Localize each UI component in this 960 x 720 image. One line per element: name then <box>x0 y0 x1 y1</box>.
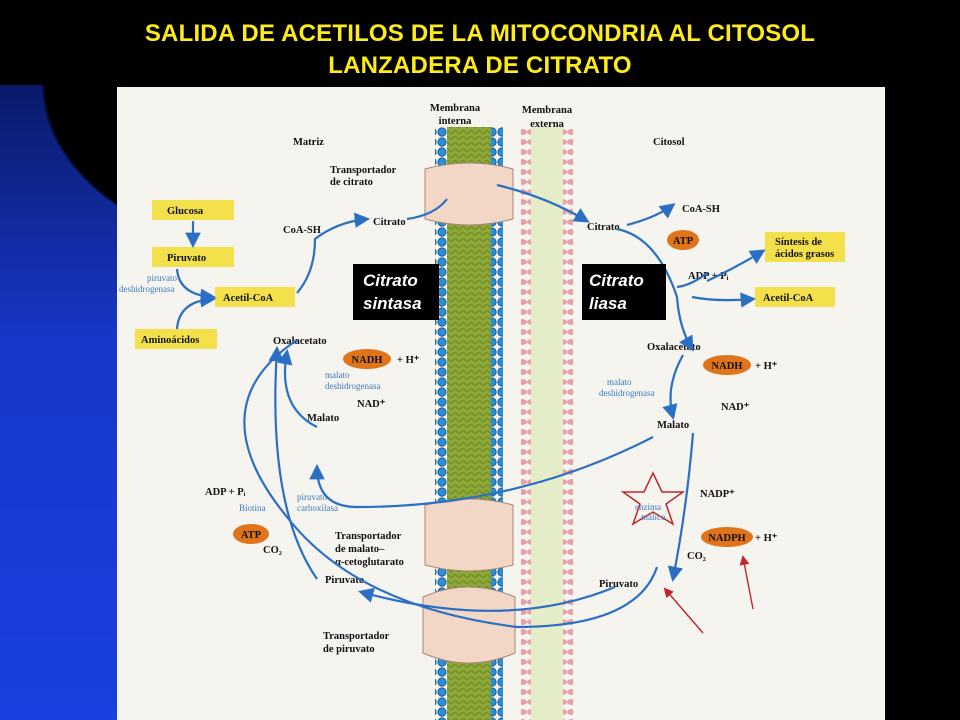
inner-membrane-label-2: interna <box>439 116 472 127</box>
cytosol-atp-oval <box>667 230 699 250</box>
sintesis-label-2: ácidos grasos <box>775 249 834 260</box>
pyruvate-transporter <box>422 586 516 664</box>
cytosol-malato-label: Malato <box>657 420 689 431</box>
cytosol-nadh-oval <box>703 355 751 375</box>
matrix-piruvato-label: Piruvato <box>325 575 364 586</box>
pathway-arrows <box>175 183 766 629</box>
pdh-label-2: deshidrogenasa <box>119 284 174 294</box>
matrix-label: Matriz <box>293 137 324 148</box>
enzima-malico-star <box>620 471 686 526</box>
enzima-label-1: enzima <box>635 502 661 512</box>
outer-membrane-label-1: Membrana <box>522 105 573 116</box>
citrato-sintasa-label-2: sintasa <box>363 294 422 313</box>
matrix-nad-label: NAD⁺ <box>357 399 386 410</box>
citrato-liasa-box: Citrato liasa <box>582 264 666 320</box>
nadph-oval <box>701 527 753 547</box>
matrix-hplus-label: + H⁺ <box>397 355 420 366</box>
cytosol-piruvato-label: Piruvato <box>599 579 638 590</box>
enzima-label-2: málico <box>641 512 666 522</box>
sintesis-box <box>765 232 845 262</box>
cytosol-acetilcoa-box <box>755 287 835 307</box>
matrix-oxalacetato-label: Oxalacetato <box>273 336 327 347</box>
matrix-coash-label: CoA-SH <box>283 225 321 236</box>
cytosol-hplus-label: + H⁺ <box>755 361 778 372</box>
cytosol-mdh-label-1: malato <box>607 377 632 387</box>
cytosol-coash-label: CoA-SH <box>682 204 720 215</box>
highlight-arrows <box>663 555 754 634</box>
citrate-transporter-label-2: de citrato <box>330 177 373 188</box>
aminoacidos-label: Aminoácidos <box>141 335 199 346</box>
matrix-mdh-label-1: malato <box>325 370 350 380</box>
matrix-nadh-label: NADH <box>352 355 383 366</box>
matrix-atp-oval <box>233 524 269 544</box>
acetilcoa-label: Acetil-CoA <box>223 293 274 304</box>
matrix-adp-label: ADP + Pᵢ <box>205 487 246 498</box>
malate-transporter <box>424 498 514 572</box>
cytosol-nad-label: NAD⁺ <box>721 402 750 413</box>
cytosol-adp-label: ADP + Pᵢ <box>688 271 729 282</box>
pc-label-1: piruvato <box>297 492 327 502</box>
outer-membrane <box>521 127 573 720</box>
sintesis-label-1: Síntesis de <box>775 237 822 248</box>
title-line-1: SALIDA DE ACETILOS DE LA MITOCONDRIA AL … <box>144 20 816 47</box>
malate-transporter-label-2: de malato– <box>335 544 385 555</box>
nadp-label: NADP⁺ <box>700 489 735 500</box>
citrato-sintasa-label-1: Citrato <box>363 271 418 290</box>
matrix-nadh-oval <box>343 349 391 369</box>
pyruvate-transporter-label-2: de piruvato <box>323 644 375 655</box>
cytosol-label: Citosol <box>653 137 685 148</box>
matrix-atp-label: ATP <box>241 530 262 541</box>
cytosol-acetilcoa-label: Acetil-CoA <box>763 293 814 304</box>
citrate-shuttle-diagram: Membrana interna Membrana externa Matriz… <box>119 103 845 720</box>
matrix-mdh-label-2: deshidrogenasa <box>325 381 380 391</box>
piruvato-box <box>152 247 234 267</box>
matrix-co2-label: CO₂ <box>263 545 282 556</box>
cytosol-hplus2-label: + H⁺ <box>755 533 778 544</box>
citrato-liasa-label-1: Citrato <box>589 271 644 290</box>
citrato-sintasa-box: Citrato sintasa <box>353 264 439 320</box>
glucosa-box <box>152 200 234 220</box>
cytosol-mdh-label-2: deshidrogenasa <box>599 388 654 398</box>
matrix-citrato-label: Citrato <box>373 217 406 228</box>
outer-membrane-label-2: externa <box>530 119 565 130</box>
nadph-label: NADPH <box>708 533 745 544</box>
pdh-label-1: piruvato <box>147 273 177 283</box>
malate-transporter-label-1: Transportador <box>335 531 402 542</box>
cytosol-nadh-label: NADH <box>712 361 743 372</box>
piruvato-label: Piruvato <box>167 253 206 264</box>
title-line-2: LANZADERA DE CITRATO <box>328 52 632 79</box>
pyruvate-transporter-label-1: Transportador <box>323 631 390 642</box>
citrato-liasa-label-2: liasa <box>589 294 627 313</box>
glucosa-label: Glucosa <box>167 206 204 217</box>
inner-membrane-label-1: Membrana <box>430 103 481 114</box>
malate-transporter-label-3: α-cetoglutarato <box>335 557 404 568</box>
cytosol-co2-label: CO₂ <box>687 551 706 562</box>
matrix-malato-label: Malato <box>307 413 339 424</box>
aminoacidos-box <box>135 329 217 349</box>
pc-label-2: carboxilasa <box>297 503 338 513</box>
cytosol-atp-label: ATP <box>673 236 694 247</box>
acetilcoa-box <box>215 287 295 307</box>
cytosol-oxalacetato-label: Oxalacetato <box>647 342 701 353</box>
citrate-transporter <box>424 162 514 226</box>
cytosol-citrato-label: Citrato <box>587 222 620 233</box>
citrate-transporter-label-1: Transportador <box>330 165 397 176</box>
biotina-label: Biotina <box>239 503 266 513</box>
